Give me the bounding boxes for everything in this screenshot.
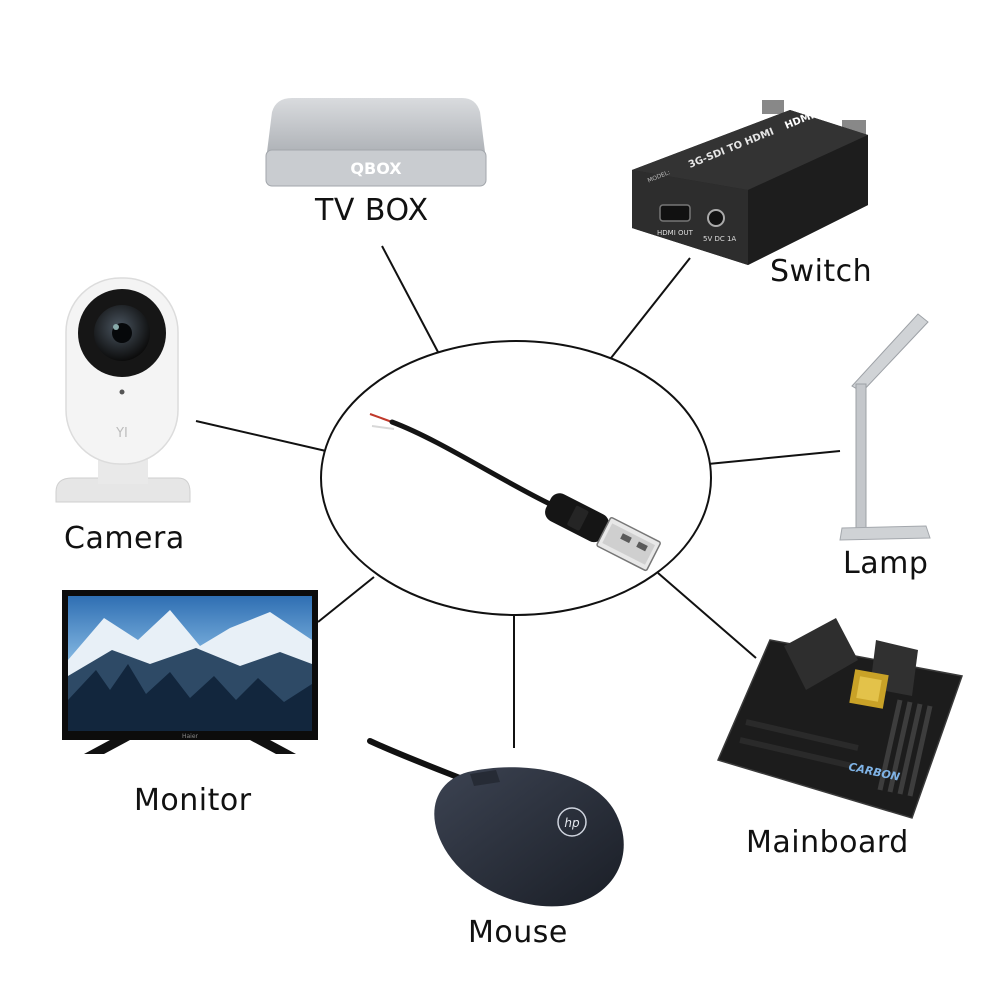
monitor-label: Monitor: [134, 783, 252, 818]
mainboard-label: Mainboard: [746, 825, 909, 860]
monitor-brand: Haier: [182, 733, 199, 740]
line-to-tv-box: [381, 245, 439, 353]
line-to-mainboard: [657, 572, 757, 659]
line-to-lamp: [707, 450, 841, 465]
connector-lines: [195, 245, 841, 748]
switch-label: Switch: [770, 254, 873, 289]
line-to-monitor: [317, 576, 375, 623]
mouse-brand: hp: [564, 816, 580, 830]
line-to-switch: [610, 257, 691, 359]
mainboard-device: CARBON: [716, 618, 963, 819]
tv-box-device: QBOX: [265, 98, 487, 187]
lamp-label: Lamp: [843, 546, 929, 581]
line-to-camera: [195, 420, 327, 452]
lamp-device: [839, 313, 931, 541]
switch-port-hdmi-label: HDMI OUT: [657, 229, 694, 237]
mouse-device: hp: [367, 738, 624, 907]
tv-box-brand: QBOX: [350, 159, 402, 178]
camera-device: YI: [55, 277, 191, 503]
switch-port-power-label: 5V DC 1A: [703, 235, 736, 243]
usb-cable-icon: [369, 413, 661, 572]
camera-label: Camera: [64, 521, 185, 556]
tv-box-label: TV BOX: [315, 193, 429, 228]
camera-brand: YI: [115, 426, 128, 441]
monitor-device: Haier: [62, 590, 318, 754]
hub-ellipse: [320, 340, 712, 616]
usb-cable-hub: [320, 340, 712, 616]
mouse-label: Mouse: [468, 915, 568, 950]
switch-device: HDMI OUT 5V DC 1A 3G-SDI TO HDMI HDMI MO…: [632, 100, 868, 265]
